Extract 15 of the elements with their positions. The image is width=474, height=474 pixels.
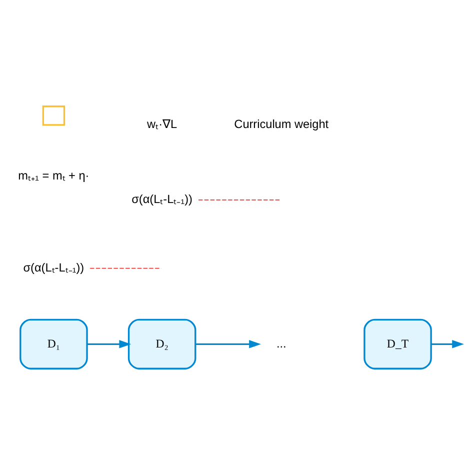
node-box: D₂ bbox=[128, 318, 196, 369]
node-text: ... bbox=[276, 336, 286, 350]
arrow bbox=[431, 340, 464, 348]
node-box: D_T bbox=[364, 318, 432, 369]
node-box: D₁ bbox=[20, 318, 88, 369]
node-text: σ(α(Lₜ-Lₜ₋₁)) bbox=[23, 260, 84, 274]
label: wₜ·∇L bbox=[147, 116, 178, 131]
connector bbox=[90, 267, 162, 268]
label: Curriculum weight bbox=[234, 116, 329, 131]
arrow bbox=[87, 340, 132, 348]
label: mₜ₊₁ = mₜ + η· bbox=[18, 168, 90, 182]
arrow bbox=[196, 340, 261, 348]
node-box bbox=[42, 105, 66, 126]
node-text: σ(α(Lₜ-Lₜ₋₁)) bbox=[132, 192, 192, 206]
connector bbox=[198, 199, 281, 200]
